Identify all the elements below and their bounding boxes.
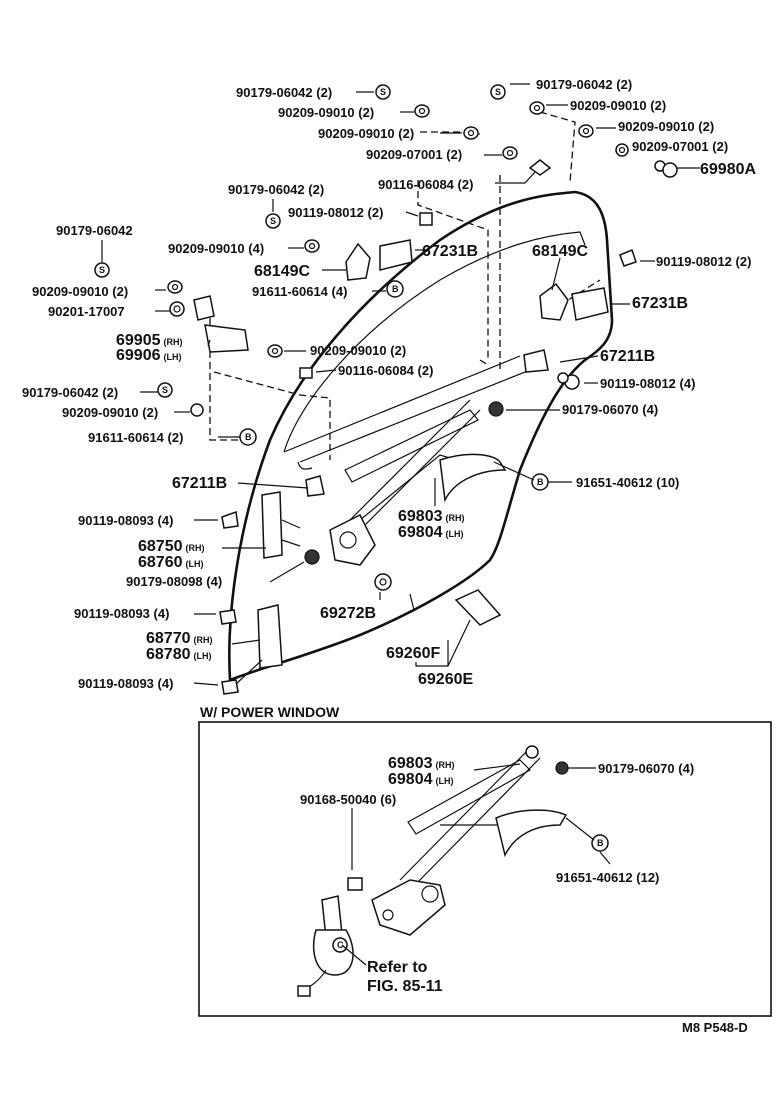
label-p40: 90179-08098 (4) (126, 574, 222, 589)
label-p11: 90179-06042 (2) (228, 182, 324, 197)
label-q02: 69804(LH) (388, 771, 454, 788)
callout-b-3: B (537, 477, 544, 487)
label-p35: 90119-08093 (4) (78, 513, 173, 528)
label-p17: 68149C (254, 263, 310, 280)
label-p12: 90119-08012 (2) (288, 205, 383, 220)
inset-title: W/ POWER WINDOW (200, 704, 340, 720)
svg-text:S: S (495, 87, 501, 97)
label-p19: 91611-60614 (4) (252, 284, 347, 299)
label-p23: 69905(RH) (116, 332, 183, 349)
label-p45: 69260F (386, 645, 440, 662)
label-p05: 90209-09010 (2) (318, 126, 414, 141)
svg-text:S: S (380, 87, 386, 97)
label-p30: 90179-06070 (4) (562, 402, 658, 417)
label-p16: 68149C (532, 243, 588, 260)
label-p44: 68780(LH) (146, 646, 212, 663)
label-p18: 90119-08012 (2) (656, 254, 751, 269)
label-p42: 90119-08093 (4) (74, 606, 169, 621)
svg-text:S: S (162, 385, 168, 395)
label-q03: 90179-06070 (4) (598, 761, 694, 776)
label-p10: 69980A (700, 161, 756, 178)
refer-line-2: FIG. 85-11 (367, 978, 443, 995)
svg-text:S: S (270, 216, 276, 226)
door-panel (228, 190, 614, 682)
refer-line-1: Refer to (367, 959, 428, 976)
label-q01: 69803(RH) (388, 755, 455, 772)
label-p20: 90209-09010 (2) (32, 284, 128, 299)
callout-c: C (337, 940, 344, 950)
callout-b-2: B (245, 432, 252, 442)
callout-b-inset: B (597, 838, 604, 848)
part-labels: 90179-06042 (2) 90179-06042 (2) 90209-09… (22, 77, 756, 691)
label-p21: 90201-17007 (48, 304, 125, 319)
label-p34: 91651-40612 (10) (576, 475, 679, 490)
label-p43: 68770(RH) (146, 630, 213, 647)
svg-text:S: S (99, 265, 105, 275)
label-p41: 69272B (320, 605, 376, 622)
label-p08: 90209-07001 (2) (632, 139, 728, 154)
label-p03: 90209-09010 (2) (278, 105, 374, 120)
label-p31: 90209-09010 (2) (62, 405, 158, 420)
label-p24: 69906(LH) (116, 347, 182, 364)
hardware-parts: S S S S S (94, 84, 678, 695)
label-p47: 90119-08093 (4) (78, 676, 173, 691)
label-p15: 67231B (422, 243, 478, 260)
label-p33: 67211B (172, 475, 227, 492)
label-p32: 91611-60614 (2) (88, 430, 183, 445)
label-p06: 90209-09010 (2) (618, 119, 714, 134)
callout-b-1: B (392, 284, 399, 294)
label-p01: 90179-06042 (2) (236, 85, 332, 100)
label-p26: 67211B (600, 348, 655, 365)
power-window-inset: W/ POWER WINDOW C B 69803(RH) 69804(LH (198, 704, 772, 1017)
label-p46: 69260E (418, 671, 473, 688)
label-p27: 90116-06084 (2) (338, 363, 433, 378)
label-p22: 67231B (632, 295, 688, 312)
label-p36: 69803(RH) (398, 508, 465, 525)
inset-frame (198, 721, 772, 1017)
label-p29: 90179-06042 (2) (22, 385, 118, 400)
label-q05: 91651-40612 (12) (556, 870, 659, 885)
figure-code: M8 P548-D (682, 1020, 748, 1035)
label-p04: 90209-09010 (2) (570, 98, 666, 113)
label-p02: 90179-06042 (2) (536, 77, 632, 92)
label-p38: 68750(RH) (138, 538, 205, 555)
label-q04: 90168-50040 (6) (300, 792, 396, 807)
label-p09: 90116-06084 (2) (378, 177, 473, 192)
leader-lines (101, 83, 700, 686)
label-p14: 90209-09010 (4) (168, 241, 264, 256)
label-p39: 68760(LH) (138, 554, 204, 571)
label-p28: 90119-08012 (4) (600, 376, 695, 391)
label-p13: 90179-06042 (56, 223, 133, 238)
label-p07: 90209-07001 (2) (366, 147, 462, 162)
label-p25: 90209-09010 (2) (310, 343, 406, 358)
label-p37: 69804(LH) (398, 524, 464, 541)
